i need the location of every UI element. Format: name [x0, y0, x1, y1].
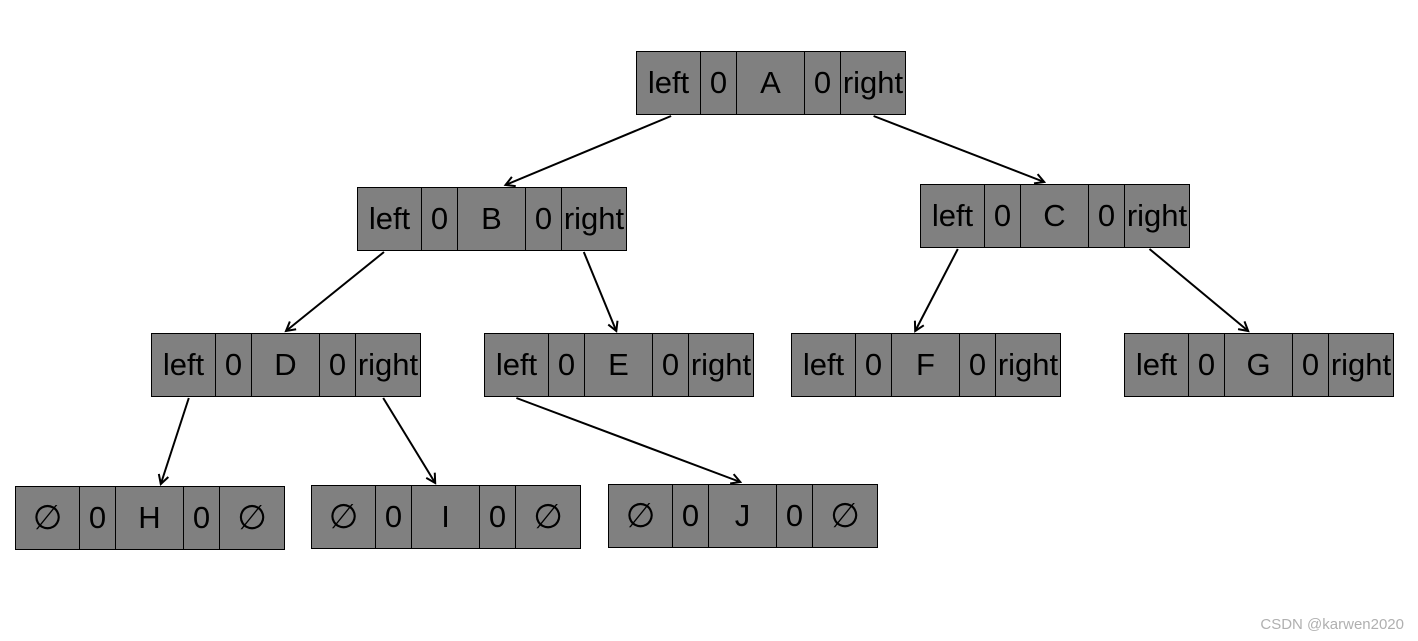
left-child-field: left: [152, 334, 216, 396]
data-field: J: [709, 485, 777, 547]
tree-node-f: left 0 F 0 right: [791, 333, 1061, 397]
left-child-field: left: [792, 334, 856, 396]
ltag-field: 0: [1189, 334, 1225, 396]
rtag-field: 0: [480, 486, 516, 548]
ltag-field: 0: [376, 486, 412, 548]
null-right-field: ∅: [830, 497, 860, 535]
left-child-field: left: [485, 334, 549, 396]
rtag-field: 0: [184, 487, 220, 549]
tree-node-j: ∅ 0 J 0 ∅: [608, 484, 878, 548]
left-child-field: left: [1125, 334, 1189, 396]
edge-d-i: [382, 397, 435, 483]
ltag-field: 0: [80, 487, 116, 549]
rtag-field: 0: [1293, 334, 1329, 396]
ltag-field: 0: [422, 188, 458, 250]
rtag-field: 0: [777, 485, 813, 547]
rtag-field: 0: [653, 334, 689, 396]
tree-node-c: left 0 C 0 right: [920, 184, 1190, 248]
null-left-field: ∅: [312, 486, 376, 548]
null-right-field: ∅: [237, 499, 267, 537]
data-field: C: [1021, 185, 1089, 247]
ltag-field: 0: [216, 334, 252, 396]
edge-c-f: [915, 248, 959, 331]
null-left-field: ∅: [609, 485, 673, 547]
ltag-field: 0: [673, 485, 709, 547]
right-child-field: right: [357, 347, 419, 382]
edge-c-g: [1148, 248, 1249, 331]
rtag-field: 0: [805, 52, 841, 114]
edge-b-d: [286, 251, 385, 331]
data-field: I: [412, 486, 480, 548]
edge-b-e: [582, 251, 617, 331]
ltag-field: 0: [985, 185, 1021, 247]
rtag-field: 0: [960, 334, 996, 396]
rtag-field: 0: [526, 188, 562, 250]
rtag-field: 0: [1089, 185, 1125, 247]
data-field: E: [585, 334, 653, 396]
right-child-field: right: [842, 65, 904, 100]
tree-node-g: left 0 G 0 right: [1124, 333, 1394, 397]
data-field: H: [116, 487, 184, 549]
right-child-field: right: [1330, 347, 1392, 382]
tree-node-d: left 0 D 0 right: [151, 333, 421, 397]
data-field: F: [892, 334, 960, 396]
ltag-field: 0: [856, 334, 892, 396]
right-child-field: right: [997, 347, 1059, 382]
data-field: G: [1225, 334, 1293, 396]
right-child-field: right: [563, 201, 625, 236]
watermark: CSDN @karwen2020: [1260, 616, 1404, 633]
edge-e-j: [516, 397, 740, 482]
null-left-field: ∅: [16, 487, 80, 549]
edge-d-h: [161, 397, 190, 484]
right-child-field: right: [690, 347, 752, 382]
edge-group: [161, 115, 1249, 484]
tree-node-h: ∅ 0 H 0 ∅: [15, 486, 285, 550]
ltag-field: 0: [701, 52, 737, 114]
data-field: D: [252, 334, 320, 396]
left-child-field: left: [358, 188, 422, 250]
tree-node-a: left 0 A 0 right: [636, 51, 906, 115]
rtag-field: 0: [320, 334, 356, 396]
edge-a-c: [873, 115, 1045, 182]
right-child-field: right: [1126, 198, 1188, 233]
tree-node-i: ∅ 0 I 0 ∅: [311, 485, 581, 549]
null-right-field: ∅: [533, 498, 563, 536]
data-field: B: [458, 188, 526, 250]
data-field: A: [737, 52, 805, 114]
left-child-field: left: [921, 185, 985, 247]
left-child-field: left: [637, 52, 701, 114]
tree-node-b: left 0 B 0 right: [357, 187, 627, 251]
edge-a-b: [506, 115, 672, 185]
tree-node-e: left 0 E 0 right: [484, 333, 754, 397]
ltag-field: 0: [549, 334, 585, 396]
